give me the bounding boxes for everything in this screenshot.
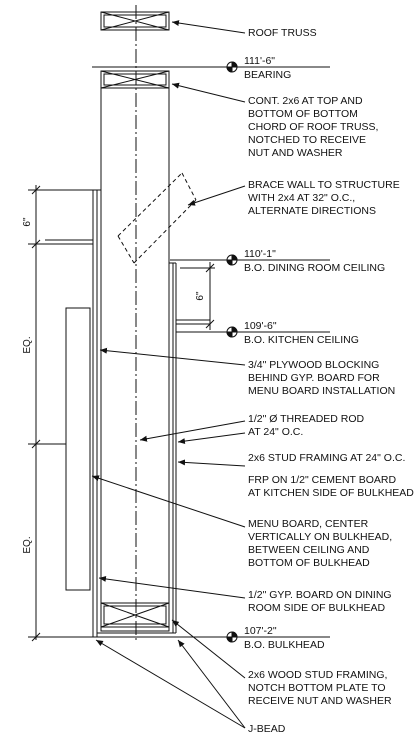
note-threaded-rod: 1/2" Ø THREADED ROD AT 24" O.C. <box>248 413 365 438</box>
svg-text:ALTERNATE DIRECTIONS: ALTERNATE DIRECTIONS <box>248 205 376 217</box>
dim-kitchen-offset: 6" <box>195 291 206 301</box>
svg-text:BOTTOM OF BOTTOM: BOTTOM OF BOTTOM <box>248 108 358 120</box>
note-roof-truss: ROOF TRUSS <box>248 27 317 39</box>
note-gyp-board: 1/2" GYP. BOARD ON DINING ROOM SIDE OF B… <box>248 589 392 614</box>
note-wood-stud: 2x6 WOOD STUD FRAMING, NOTCH BOTTOM PLAT… <box>248 669 392 707</box>
note-frp: FRP ON 1/2" CEMENT BOARD AT KITCHEN SIDE… <box>248 474 414 499</box>
bottom-plate <box>100 602 170 628</box>
svg-text:WITH 2x4 AT 32" O.C.,: WITH 2x4 AT 32" O.C., <box>248 192 355 204</box>
svg-text:NUT AND WASHER: NUT AND WASHER <box>248 147 343 159</box>
svg-text:AT KITCHEN SIDE OF BULKHEAD: AT KITCHEN SIDE OF BULKHEAD <box>248 487 414 499</box>
brace-dashed <box>117 172 197 264</box>
elev-bearing-value: 111'-6" <box>244 55 275 67</box>
svg-text:MENU BOARD INSTALLATION: MENU BOARD INSTALLATION <box>248 385 395 397</box>
note-menu-board: MENU BOARD, CENTER VERTICALLY ON BULKHEA… <box>248 518 392 569</box>
leader-lines <box>91 20 246 729</box>
svg-text:BOTTOM OF BULKHEAD: BOTTOM OF BULKHEAD <box>248 557 370 569</box>
elev-dining-label: B.O. DINING ROOM CEILING <box>244 262 385 274</box>
note-brace-wall: BRACE WALL TO STRUCTURE WITH 2x4 AT 32" … <box>248 179 400 217</box>
svg-text:BRACE WALL TO STRUCTURE: BRACE WALL TO STRUCTURE <box>248 179 400 191</box>
svg-text:AT 24" O.C.: AT 24" O.C. <box>248 426 303 438</box>
elev-bulkhead-label: B.O. BULKHEAD <box>244 639 325 651</box>
left-dimension-string <box>28 185 101 642</box>
svg-text:CHORD OF ROOF TRUSS,: CHORD OF ROOF TRUSS, <box>248 121 378 133</box>
svg-text:NOTCHED TO RECEIVE: NOTCHED TO RECEIVE <box>248 134 366 146</box>
elev-bulkhead-value: 107'-2" <box>244 625 277 637</box>
menu-board <box>65 307 91 591</box>
svg-text:MENU BOARD, CENTER: MENU BOARD, CENTER <box>248 518 369 530</box>
svg-text:BETWEEN CEILING AND: BETWEEN CEILING AND <box>248 544 370 556</box>
elev-kitchen-value: 109'-6" <box>244 320 277 332</box>
svg-text:2x6 WOOD STUD FRAMING,: 2x6 WOOD STUD FRAMING, <box>248 669 387 681</box>
svg-text:BEHIND GYP. BOARD FOR: BEHIND GYP. BOARD FOR <box>248 372 380 384</box>
dim-left-mid: EQ. <box>22 336 33 353</box>
dim-left-bot: EQ. <box>22 536 33 553</box>
elevation-markers <box>92 61 330 643</box>
svg-text:NOTCH BOTTOM PLATE TO: NOTCH BOTTOM PLATE TO <box>248 682 386 694</box>
dim-left-top: 6" <box>22 217 33 227</box>
top-block <box>100 11 170 31</box>
svg-text:FRP ON 1/2" CEMENT BOARD: FRP ON 1/2" CEMENT BOARD <box>248 474 396 486</box>
note-j-bead: J-BEAD <box>248 723 286 735</box>
bearing-block <box>100 70 170 89</box>
svg-text:ROOM SIDE OF BULKHEAD: ROOM SIDE OF BULKHEAD <box>248 602 386 614</box>
elev-bearing-label: BEARING <box>244 69 291 81</box>
elev-kitchen-label: B.O. KITCHEN CEILING <box>244 334 359 346</box>
note-plywood-blocking: 3/4" PLYWOOD BLOCKING BEHIND GYP. BOARD … <box>248 359 395 397</box>
note-stud-framing: 2x6 STUD FRAMING AT 24" O.C. <box>248 452 405 464</box>
svg-text:1/2" Ø THREADED ROD: 1/2" Ø THREADED ROD <box>248 413 365 425</box>
svg-text:1/2" GYP. BOARD ON DINING: 1/2" GYP. BOARD ON DINING <box>248 589 392 601</box>
svg-text:RECEIVE NUT AND WASHER: RECEIVE NUT AND WASHER <box>248 695 392 707</box>
svg-text:VERTICALLY ON BULKHEAD,: VERTICALLY ON BULKHEAD, <box>248 531 392 543</box>
kitchen-offset-dimension <box>180 262 215 330</box>
svg-text:CONT. 2x6 AT TOP AND: CONT. 2x6 AT TOP AND <box>248 95 363 107</box>
svg-text:3/4" PLYWOOD BLOCKING: 3/4" PLYWOOD BLOCKING <box>248 359 379 371</box>
note-cont-2x6: CONT. 2x6 AT TOP AND BOTTOM OF BOTTOM CH… <box>248 95 378 159</box>
elev-dining-value: 110'-1" <box>244 248 276 260</box>
